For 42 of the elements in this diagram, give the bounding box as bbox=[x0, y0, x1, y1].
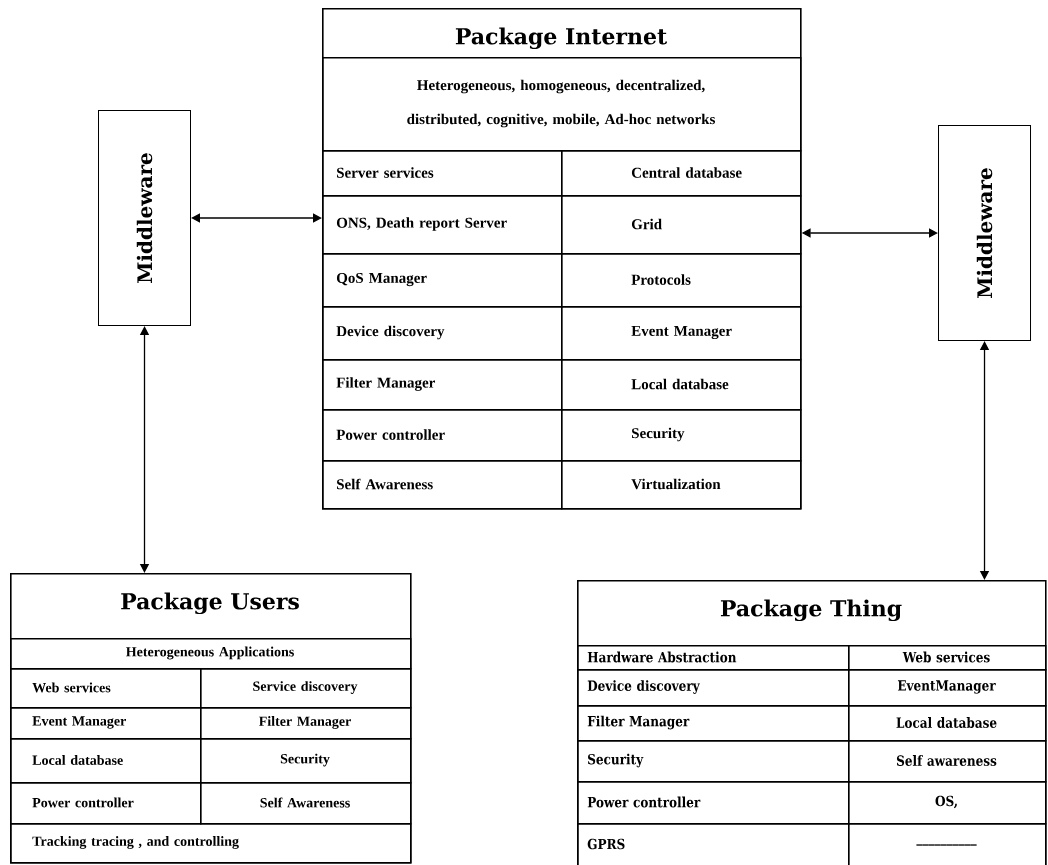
table-cell: Protocols bbox=[561, 253, 802, 308]
table-cell: Central database bbox=[561, 150, 802, 197]
table-cell: Security bbox=[577, 740, 850, 783]
table-cell: Server services bbox=[322, 150, 563, 197]
table-cell: Web services bbox=[10, 668, 202, 709]
table-cell: Security bbox=[200, 738, 412, 784]
table-cell: EventManager bbox=[848, 669, 1047, 707]
arrow bbox=[979, 341, 990, 580]
table-cell: Web services bbox=[848, 645, 1047, 671]
table-cell: Local database bbox=[848, 705, 1047, 742]
table-cell: GPRS bbox=[577, 823, 850, 865]
table-cell: Power controller bbox=[322, 409, 563, 462]
table-cell: Grid bbox=[561, 195, 802, 255]
middleware-box: Middleware bbox=[938, 125, 1031, 341]
table-cell: Filter Manager bbox=[200, 707, 412, 740]
table-cell: Device discovery bbox=[322, 306, 563, 361]
table-cell: Self Awareness bbox=[200, 782, 412, 825]
arrow bbox=[139, 326, 150, 573]
table-cell: Filter Manager bbox=[577, 705, 850, 742]
table-cell: Event Manager bbox=[10, 707, 202, 740]
middleware-box: Middleware bbox=[98, 110, 191, 326]
table-cell: Service discovery bbox=[200, 668, 412, 709]
table-cell: Self Awareness bbox=[322, 460, 563, 510]
table-cell: Self awareness bbox=[848, 740, 1047, 783]
table-cell: Power controller bbox=[577, 781, 850, 825]
table-cell: Security bbox=[561, 409, 802, 462]
table-cell: Hardware Abstraction bbox=[577, 645, 850, 671]
table-cell: Tracking tracing , and controlling bbox=[10, 823, 412, 864]
table-cell: Local database bbox=[561, 359, 802, 411]
table-cell: Heterogeneous Applications bbox=[10, 638, 412, 670]
table-cell: Filter Manager bbox=[322, 359, 563, 411]
table-cell: Power controller bbox=[10, 782, 202, 825]
table-cell: ONS, Death report Server bbox=[322, 195, 563, 255]
table-cell: __________ bbox=[848, 823, 1047, 865]
table-cell: Device discovery bbox=[577, 669, 850, 707]
table-cell: Event Manager bbox=[561, 306, 802, 361]
table-cell: Local database bbox=[10, 738, 202, 784]
arrow bbox=[191, 213, 322, 223]
table-cell: Virtualization bbox=[561, 460, 802, 510]
table-cell: Heterogeneous, homogeneous, decentralized, distributed, cognitive, mobile, Ad-hoc networks bbox=[322, 57, 802, 152]
table-cell: OS, bbox=[848, 781, 1047, 825]
table-cell: QoS Manager bbox=[322, 253, 563, 308]
